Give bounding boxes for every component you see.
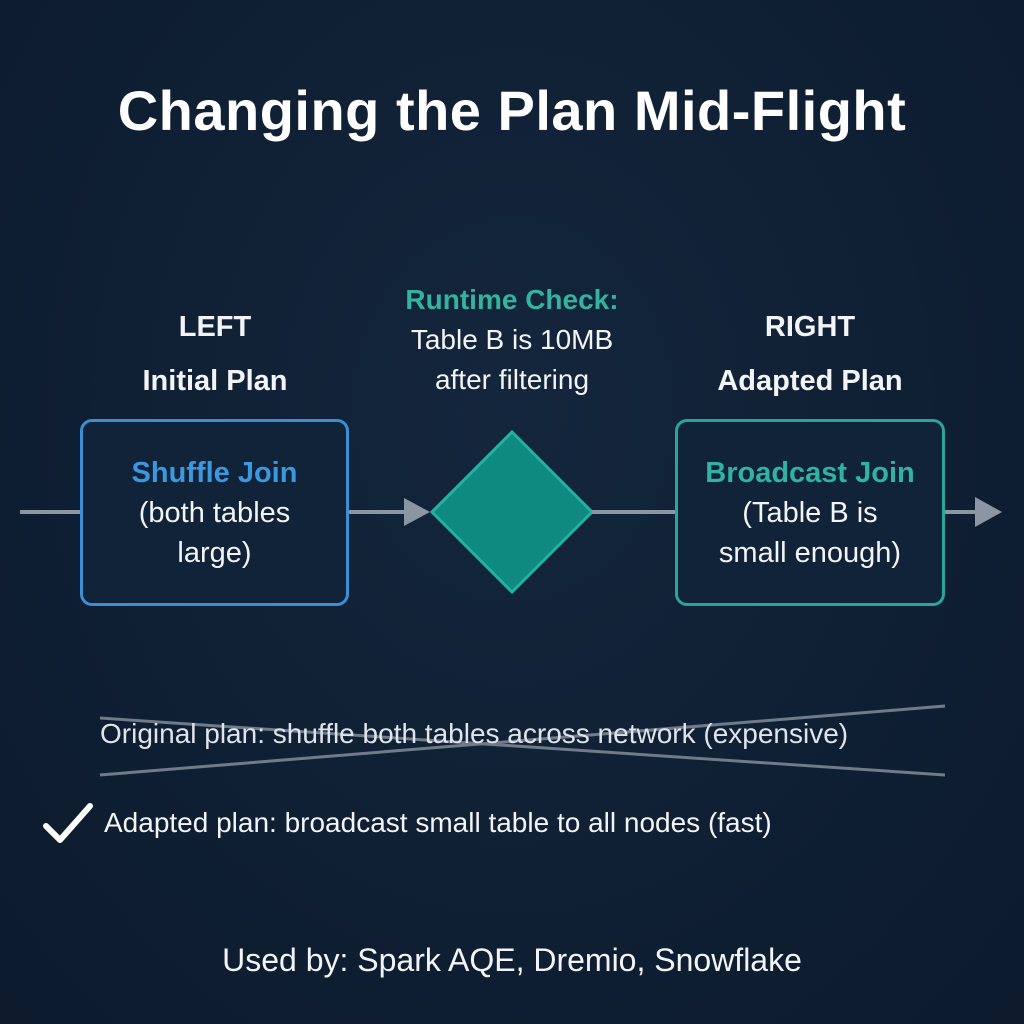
left-heading-group: LEFT Initial Plan bbox=[80, 300, 350, 408]
arrow-head-to-check bbox=[404, 498, 430, 526]
adapted-plan-text: Adapted plan: broadcast small table to a… bbox=[104, 807, 772, 838]
decision-diamond-icon bbox=[429, 429, 595, 595]
arrow-head-exit bbox=[975, 497, 1002, 527]
left-label: LEFT bbox=[178, 311, 252, 343]
right-heading-group: RIGHT Adapted Plan bbox=[675, 300, 945, 408]
check-icon bbox=[43, 803, 93, 843]
right-label: RIGHT bbox=[764, 311, 856, 343]
runtime-check-line1: Table B is 10MB bbox=[410, 324, 614, 355]
initial-plan-label: Initial Plan bbox=[142, 365, 288, 397]
used-by-footer: Used by: Spark AQE, Dremio, Snowflake bbox=[222, 942, 802, 978]
runtime-check-label: Runtime Check: Table B is 10MB after fil… bbox=[362, 280, 662, 400]
original-plan-text: Original plan: shuffle both tables acros… bbox=[100, 718, 849, 749]
broadcast-join-note-line2: small enough) bbox=[718, 536, 902, 569]
shuffle-join-title: Shuffle Join bbox=[131, 456, 298, 489]
shuffle-join-note-line1: (both tables bbox=[138, 496, 291, 529]
runtime-check-line2: after filtering bbox=[434, 364, 590, 395]
broadcast-join-box: Broadcast Join (Table B is small enough) bbox=[675, 419, 945, 606]
runtime-check-title: Runtime Check: bbox=[405, 284, 619, 315]
shuffle-join-box: Shuffle Join (both tables large) bbox=[80, 419, 349, 606]
adapted-plan-label: Adapted Plan bbox=[717, 365, 903, 397]
broadcast-join-note-line1: (Table B is bbox=[742, 496, 878, 529]
shuffle-join-note-line2: large) bbox=[177, 536, 252, 569]
broadcast-join-title: Broadcast Join bbox=[705, 456, 915, 489]
diagram-title: Changing the Plan Mid-Flight bbox=[117, 79, 907, 142]
